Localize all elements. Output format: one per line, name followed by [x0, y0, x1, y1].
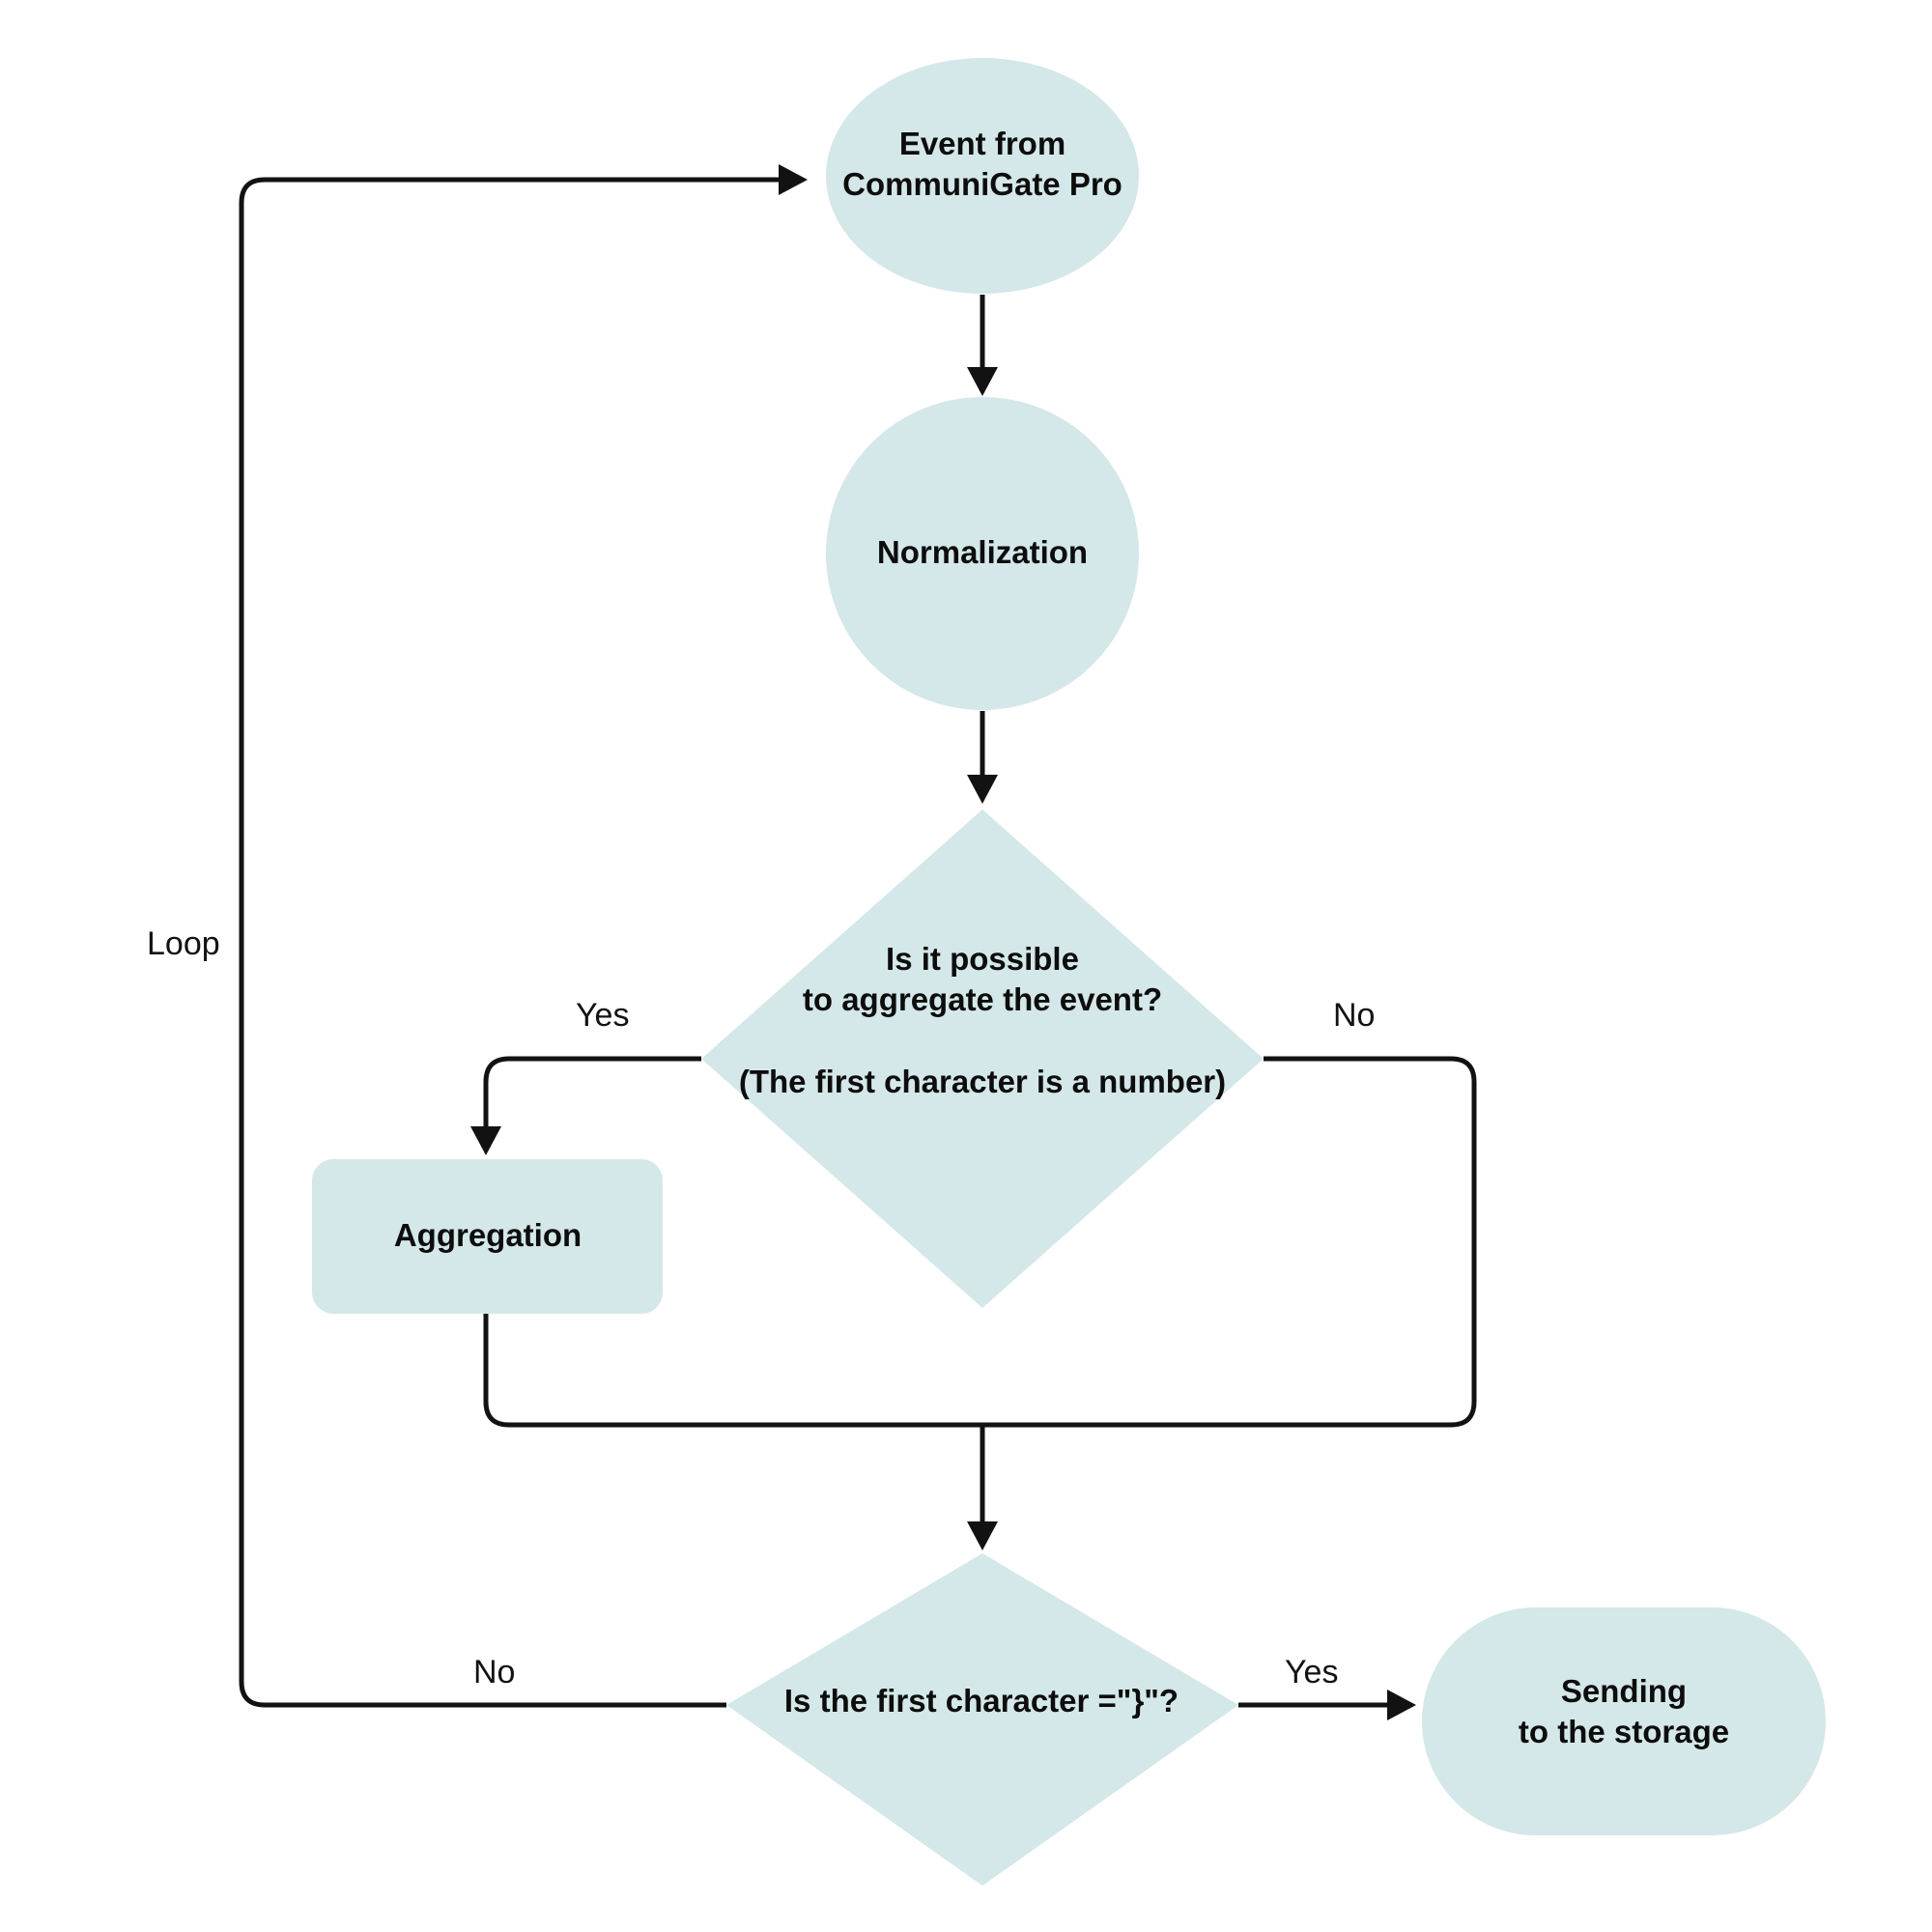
edge-label-no-aggregate: No [1333, 997, 1376, 1034]
node-normalization-shape[interactable] [826, 397, 1139, 710]
edge-yes-storage [1238, 1690, 1416, 1720]
edge-loop-arrowhead [779, 164, 808, 195]
edge-yes-aggregation-arrowhead [470, 1126, 501, 1155]
edge-merge-decision-brace-arrowhead [967, 1521, 998, 1550]
edge-yes-aggregation [470, 1056, 701, 1155]
edge-label-loop: Loop [147, 925, 220, 962]
edge-start-normalization [967, 295, 998, 396]
edge-normalization-decision [967, 711, 998, 804]
node-aggregation-shape[interactable] [312, 1159, 663, 1314]
edge-label-no-brace: No [473, 1654, 516, 1690]
node-start-shape[interactable] [826, 58, 1139, 294]
node-storage-shape[interactable] [1422, 1607, 1826, 1835]
edge-loop-line [239, 177, 790, 1708]
edge-label-yes-aggregation: Yes [576, 997, 630, 1034]
edge-no-aggregate-line [982, 1056, 1477, 1428]
edge-start-normalization-arrowhead [967, 367, 998, 396]
edge-aggregation-merge-line [483, 1314, 982, 1428]
node-decision-brace-shape[interactable] [726, 1553, 1238, 1886]
node-decision-aggregate-shape[interactable] [701, 810, 1264, 1308]
edge-yes-storage-arrowhead [1387, 1690, 1416, 1720]
edge-merge-decision-brace [967, 1425, 998, 1550]
edge-yes-aggregation-line [483, 1056, 701, 1128]
edge-label-yes-storage: Yes [1285, 1654, 1339, 1690]
edge-loop [239, 164, 808, 1708]
edge-normalization-decision-arrowhead [967, 775, 998, 804]
